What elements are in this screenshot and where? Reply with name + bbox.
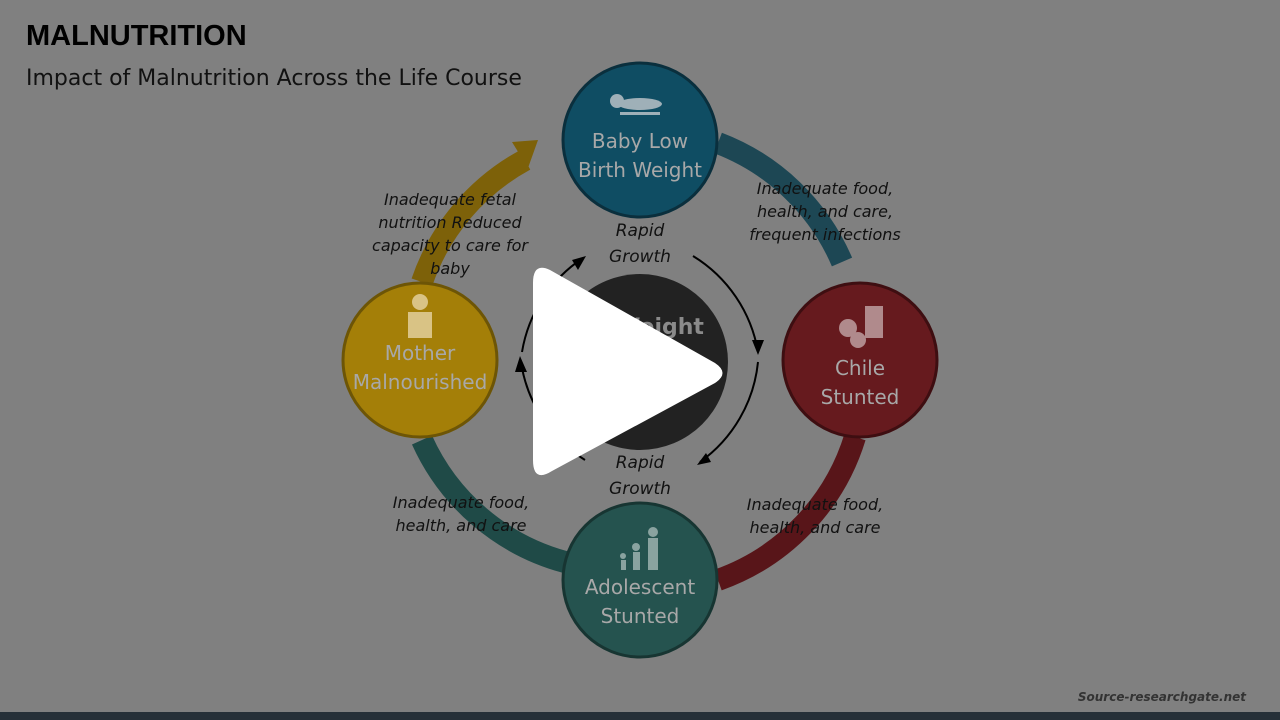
transition-top-right: Inadequate food, health, and care, frequ…	[749, 179, 901, 244]
pregnant-mother-icon	[408, 294, 432, 338]
baby-on-scale-icon	[610, 94, 662, 115]
ring-arrow-head	[512, 140, 538, 168]
inner-arrow-heads	[515, 256, 764, 465]
transition-bottom-right: Inadequate food, health, and care	[746, 495, 884, 537]
inner-bottom-label: Rapid Growth	[609, 453, 671, 499]
ring-segment-top-right	[713, 132, 853, 267]
inner-top-label: Rapid Growth	[609, 221, 671, 267]
ring-segment-top-left	[411, 150, 531, 286]
video-progress-bar[interactable]	[0, 712, 1280, 720]
nutrition-food-icon	[839, 306, 883, 348]
node-mother-circle	[341, 281, 499, 439]
source-credit: Source-researchgate.net	[1077, 690, 1246, 704]
slide-subtitle: Impact of Malnutrition Across the Life C…	[26, 66, 522, 91]
node-adolescent-circle	[561, 501, 719, 659]
node-child-circle	[781, 281, 939, 439]
play-icon[interactable]	[530, 265, 730, 480]
slide-title: MALNUTRITION	[26, 20, 247, 52]
node-baby-circle	[561, 61, 719, 219]
transition-bottom-left: Inadequate food, health, and care	[392, 493, 530, 535]
family-height-icon	[620, 527, 658, 570]
ring-segment-bottom-right	[714, 433, 866, 591]
transition-top-left: Inadequate fetal nutrition Reduced capac…	[372, 190, 528, 278]
ring-segment-bottom-left	[411, 435, 568, 573]
